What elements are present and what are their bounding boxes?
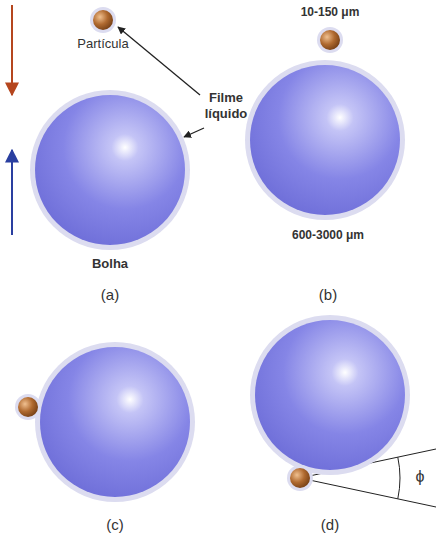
particle xyxy=(18,397,38,417)
panel-label: (c) xyxy=(106,516,124,534)
liquid-film xyxy=(35,342,195,502)
dimension: 600-3000 μm xyxy=(292,228,364,242)
bubble-motion-arrow xyxy=(11,150,13,235)
dimension: 10-150 μm xyxy=(301,5,360,19)
bubble xyxy=(40,347,190,497)
liquid-film xyxy=(317,27,343,53)
panel-label: (a) xyxy=(101,286,119,304)
part-name: Partícula xyxy=(77,36,128,52)
angle-symbol: ϕ xyxy=(416,467,425,486)
liquid-film xyxy=(287,465,313,491)
particle xyxy=(320,30,340,50)
liquid-film xyxy=(90,7,116,33)
particle xyxy=(290,468,310,488)
leader-line xyxy=(118,27,200,95)
liquid-film xyxy=(245,60,405,220)
liquid-film xyxy=(15,394,41,420)
panel-label: (d) xyxy=(321,516,339,534)
panel-label: (b) xyxy=(319,286,337,304)
angle-arc xyxy=(398,457,400,499)
bubble xyxy=(255,320,405,470)
part-name: Filme líquido xyxy=(195,90,257,121)
bubble xyxy=(35,95,185,245)
leader-line xyxy=(184,128,204,137)
liquid-film xyxy=(250,315,410,475)
part-name: Bolha xyxy=(92,256,128,272)
liquid-film xyxy=(30,90,190,250)
bubble xyxy=(250,65,400,215)
particle xyxy=(93,10,113,30)
particle-motion-arrow xyxy=(11,5,13,95)
